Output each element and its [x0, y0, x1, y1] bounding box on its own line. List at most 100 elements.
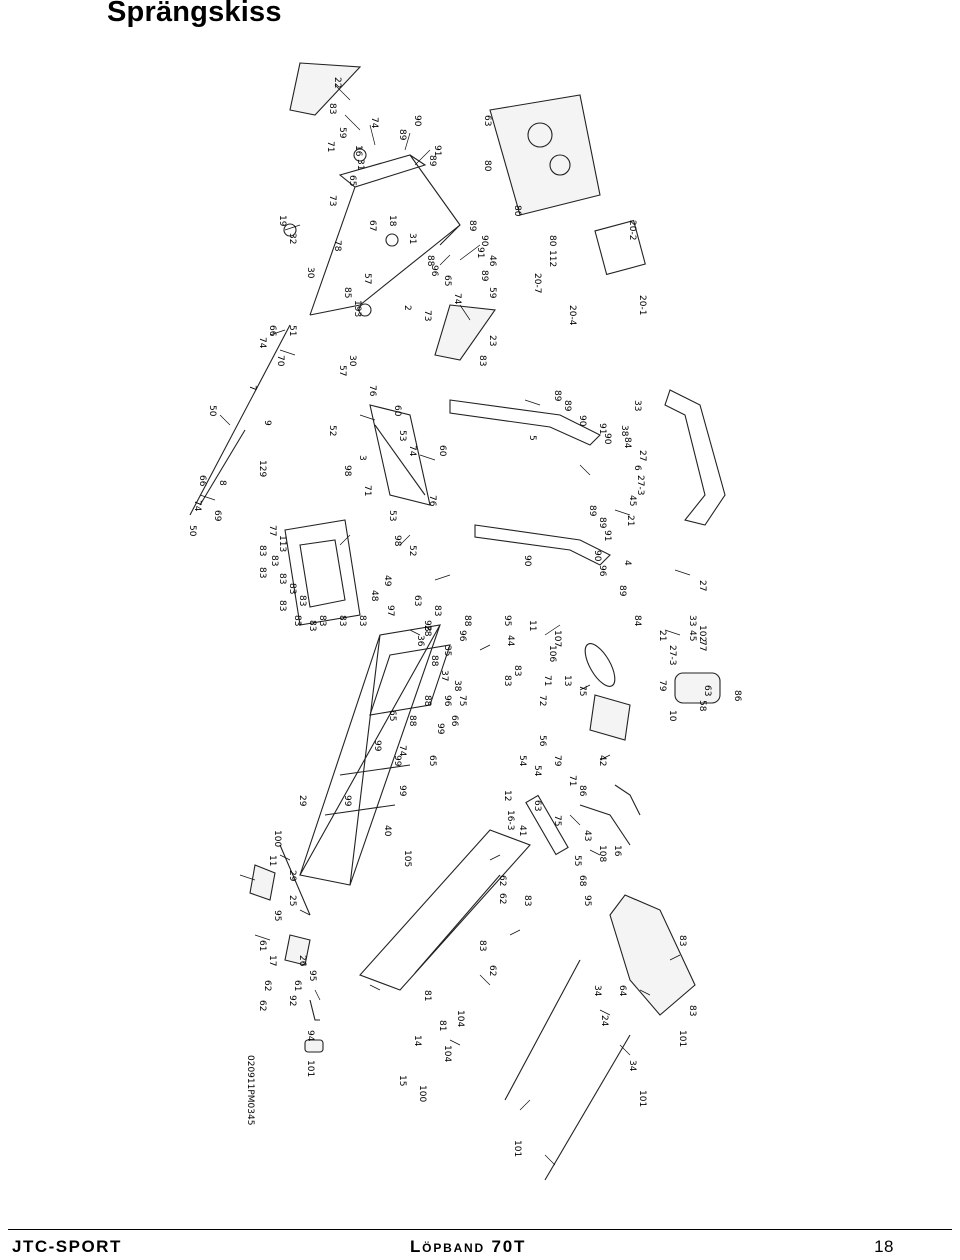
part-callout: 26 [297, 955, 307, 967]
part-callout: 74 [257, 337, 267, 349]
part-callout: 79 [552, 755, 562, 767]
part-callout: 50 [187, 525, 197, 537]
part-callout: 85 [342, 287, 352, 298]
part-callout: 88 [407, 715, 417, 727]
part-callout: 95 [307, 970, 317, 981]
part-callout: 13 [562, 675, 572, 686]
upright-frame-part [283, 148, 461, 317]
part-callout: 14 [412, 1035, 422, 1047]
part-callout: 74 [407, 445, 417, 457]
part-callout: 83 [687, 1005, 697, 1016]
part-callout: 83 [512, 665, 522, 676]
part-callout: 54 [532, 765, 542, 777]
part-callout: 20-7 [532, 273, 542, 293]
part-callout: 108 [597, 845, 607, 862]
part-callout: 70 [275, 355, 285, 367]
part-callout: 83 [317, 615, 327, 626]
part-callout: 90 [412, 115, 422, 127]
part-callout: 90 [577, 415, 587, 427]
part-callout: 49 [382, 575, 392, 587]
leader-lines [199, 84, 691, 1166]
part-callout: 89 [597, 517, 607, 529]
part-callout: 6 [632, 465, 642, 471]
motor-cover-part [289, 62, 362, 116]
part-callout: 86 [732, 690, 742, 702]
part-callout: 71 [362, 485, 372, 496]
part-callout: 73 [422, 310, 432, 321]
part-callout: 92 [287, 995, 297, 1006]
part-callout: 99 [435, 723, 445, 735]
part-callout: 107 [552, 630, 562, 647]
part-callout: 74 [369, 117, 379, 129]
part-callout: 27-3 [635, 475, 645, 495]
part-callout: 74 [192, 500, 202, 512]
part-callout: 83 [307, 620, 317, 631]
part-callout: 16 [353, 145, 363, 157]
part-callout: 40 [382, 825, 392, 837]
part-callout: 69 [212, 510, 222, 522]
part-callout: 29 [297, 795, 307, 807]
part-callout: 83 [477, 940, 487, 951]
part-callout: 83 [337, 615, 347, 626]
part-callout: 83 [257, 545, 267, 556]
part-callout: 83 [327, 103, 337, 114]
part-callout: 54 [517, 755, 527, 767]
part-callout: 53 [387, 510, 397, 521]
part-callout: 30 [347, 355, 357, 367]
footer-product: Löpband 70T [410, 1237, 527, 1256]
part-callout: 97 [385, 605, 395, 616]
part-callout: 99 [392, 755, 402, 767]
part-callout: 104 [455, 1010, 465, 1027]
part-callout: 99 [397, 785, 407, 797]
part-callout: 21 [625, 515, 635, 526]
part-callout: 106 [547, 645, 557, 662]
part-callout: 83 [502, 675, 512, 686]
part-callout: 89 [427, 155, 437, 167]
part-callout: 83 [287, 583, 297, 594]
part-callout: 98 [392, 535, 402, 547]
part-callout: 16 [612, 845, 622, 857]
part-callout: 95 [502, 615, 512, 626]
main-frame-part [299, 624, 451, 886]
part-callout: 34 [592, 985, 602, 997]
part-callout: 27 [697, 580, 707, 591]
upright-post-part [664, 389, 726, 526]
part-callout: 104 [442, 1045, 452, 1062]
rod-part [189, 324, 291, 516]
part-callout: 84 [622, 437, 632, 449]
part-callout: 7 [247, 385, 257, 391]
part-callout: 51 [287, 325, 297, 336]
part-callout: 81 [437, 1020, 447, 1031]
part-callout: 88 [429, 655, 439, 667]
small-hardware-part [249, 844, 324, 1053]
part-callout: 89 [552, 390, 562, 402]
part-callout: 101 [677, 1030, 687, 1047]
part-callout: 23 [487, 335, 497, 346]
part-callout: 34 [627, 1060, 637, 1072]
part-callout: 10 [667, 710, 677, 722]
part-callout: 80 [547, 235, 557, 247]
motor-base-plate-part [284, 519, 361, 626]
part-callout: 100 [272, 830, 282, 847]
part-callout: 62 [262, 980, 272, 991]
part-callout: 77 [267, 525, 277, 536]
part-callout: 86 [577, 785, 587, 797]
part-callout: 95 [272, 910, 282, 921]
handrail-part [449, 399, 611, 566]
side-rail-part [434, 304, 496, 361]
motor-part [674, 672, 721, 704]
part-callout: 55 [572, 855, 582, 866]
part-callout: 96 [442, 695, 452, 707]
part-callout: 63 [702, 685, 712, 696]
part-callout: 99 [372, 740, 382, 752]
part-callout: 63 [532, 800, 542, 811]
part-callout: 60 [392, 405, 402, 417]
part-callout: 75 [552, 815, 562, 826]
part-callout: 89 [617, 585, 627, 597]
part-callout: 57 [337, 365, 347, 376]
part-callout: 65 [427, 755, 437, 766]
cable-part [579, 784, 641, 846]
part-callout: 96 [597, 565, 607, 577]
page-title: Sprängskiss [107, 0, 282, 28]
part-callout: 83 [522, 895, 532, 906]
